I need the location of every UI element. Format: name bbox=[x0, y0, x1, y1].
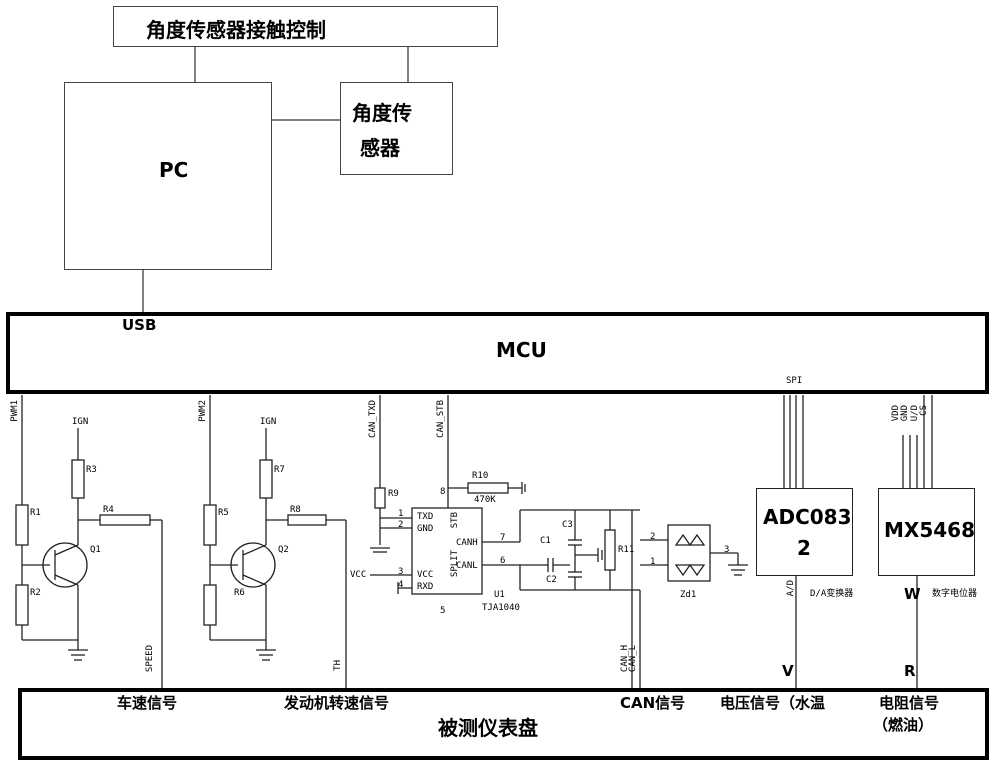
tja1040-label: TJA1040 bbox=[482, 603, 520, 613]
pwm2-label: PWM2 bbox=[198, 400, 208, 422]
resistance-signal-label-line2: （燃油） bbox=[873, 716, 934, 734]
angle-sensor-contact-control-box bbox=[113, 6, 498, 47]
pc-box bbox=[64, 82, 272, 270]
w-label: W bbox=[904, 585, 921, 603]
canh-pin-label: CANH bbox=[456, 538, 478, 548]
zd1-pin3-label: 3 bbox=[724, 545, 730, 555]
adc-label-line1: ADC083 bbox=[763, 505, 852, 529]
angle-sensor-contact-control-label: 角度传感器接触控制 bbox=[146, 18, 326, 42]
r4-label: R4 bbox=[103, 505, 114, 515]
pin7-label: 7 bbox=[500, 533, 506, 543]
pin1-label: 1 bbox=[398, 509, 404, 519]
pwm1-label: PWM1 bbox=[10, 400, 20, 422]
resistance-signal-label-line1: 电阻信号 bbox=[879, 694, 940, 712]
can-signal-label: CAN信号 bbox=[620, 694, 686, 712]
r5-label: R5 bbox=[218, 508, 229, 518]
mcu-box bbox=[6, 312, 989, 394]
r9-label: R9 bbox=[388, 489, 399, 499]
txd-pin-label: TXD bbox=[417, 512, 434, 522]
da-converter-label: D/A变换器 bbox=[810, 589, 854, 599]
vcc-pin-label: VCC bbox=[417, 570, 434, 580]
c3-label: C3 bbox=[562, 520, 573, 530]
q2-label: Q2 bbox=[278, 545, 289, 555]
voltage-signal-label: 电压信号（水温 bbox=[720, 694, 826, 712]
rpm-signal-label: 发动机转速信号 bbox=[284, 694, 390, 712]
r10-value-label: 470K bbox=[474, 495, 496, 505]
zd1-pin1-label: 1 bbox=[650, 557, 656, 567]
speed-signal-label: 车速信号 bbox=[117, 694, 178, 712]
can-l-net-label: CAN_L bbox=[628, 645, 638, 673]
adc-box bbox=[756, 488, 853, 576]
adc-label-line2: 2 bbox=[797, 536, 811, 560]
r-label: R bbox=[904, 662, 916, 680]
canl-pin-label: CANL bbox=[456, 561, 478, 571]
ign2-label: IGN bbox=[260, 417, 277, 427]
zd1-pin2-label: 2 bbox=[650, 532, 656, 542]
angle-sensor-box bbox=[340, 82, 453, 175]
angle-sensor-label-line2: 感器 bbox=[360, 136, 400, 160]
gnd-label: GND bbox=[900, 405, 910, 422]
pin3-label: 3 bbox=[398, 567, 404, 577]
zd1-label: Zd1 bbox=[680, 590, 697, 600]
dashboard-label: 被测仪表盘 bbox=[438, 716, 538, 740]
r7-label: R7 bbox=[274, 465, 285, 475]
r11-label: R11 bbox=[618, 545, 635, 555]
r2-label: R2 bbox=[30, 588, 41, 598]
usb-label: USB bbox=[122, 316, 157, 334]
pin4-label: 4 bbox=[398, 580, 404, 590]
rxd-pin-label: RXD bbox=[417, 582, 434, 592]
c2-label: C2 bbox=[546, 575, 557, 585]
q1-label: Q1 bbox=[90, 545, 101, 555]
digital-potentiometer-label: 数字电位器 bbox=[932, 589, 978, 599]
r10-label: R10 bbox=[472, 471, 489, 481]
r1-label: R1 bbox=[30, 508, 41, 518]
mx5468-label: MX5468 bbox=[884, 518, 975, 542]
angle-sensor-label-line1: 角度传 bbox=[352, 101, 412, 125]
v-label: V bbox=[782, 662, 794, 680]
c1-label: C1 bbox=[540, 536, 551, 546]
r8-label: R8 bbox=[290, 505, 301, 515]
speed-net-label: SPEED bbox=[145, 645, 155, 673]
r6-label: R6 bbox=[234, 588, 245, 598]
dashboard-box bbox=[18, 688, 989, 760]
gnd-pin-label: GND bbox=[417, 524, 434, 534]
mcu-label: MCU bbox=[496, 338, 547, 362]
pin5-label: 5 bbox=[440, 606, 446, 616]
ad-label: A/D bbox=[786, 580, 796, 597]
can-txd-label: CAN_TXD bbox=[368, 400, 378, 438]
stb-pin-label: STB bbox=[450, 512, 460, 529]
pc-label: PC bbox=[159, 158, 189, 182]
vcc-label: VCC bbox=[350, 570, 367, 580]
th-net-label: TH bbox=[333, 660, 343, 671]
r3-label: R3 bbox=[86, 465, 97, 475]
pin2-label: 2 bbox=[398, 520, 404, 530]
ign1-label: IGN bbox=[72, 417, 89, 427]
pin8-label: 8 bbox=[440, 487, 446, 497]
can-stb-label: CAN_STB bbox=[436, 400, 446, 438]
mx5468-box bbox=[878, 488, 975, 576]
cs-label: CS bbox=[919, 405, 929, 416]
spi-label: SPI bbox=[786, 376, 803, 386]
pin6-label: 6 bbox=[500, 556, 506, 566]
u1-label: U1 bbox=[494, 590, 505, 600]
